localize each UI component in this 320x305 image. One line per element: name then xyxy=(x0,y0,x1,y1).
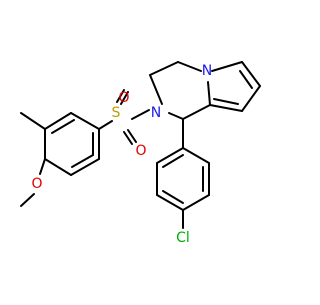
bond-methyl xyxy=(20,112,46,130)
bond-pyr-2 xyxy=(241,61,261,87)
atom-nitrogen-ring: N xyxy=(151,105,161,121)
bond-c8a-c1 xyxy=(182,104,211,120)
bond-o-ch3 xyxy=(20,193,35,207)
bond-pyr-2-inner xyxy=(239,70,253,89)
bond-c1-n xyxy=(168,112,184,120)
bond-ring-b-4-inner xyxy=(162,190,184,204)
bond-ring-b-6 xyxy=(156,147,184,164)
molecule-canvas: S O O N N O Cl xyxy=(20,61,261,246)
bonds xyxy=(20,61,261,229)
atom-oxygen-upper: O xyxy=(118,90,129,106)
bond-ring-a-4 xyxy=(44,158,72,176)
bond-s-o-lower-2 xyxy=(127,129,137,143)
bond-s-o-upper xyxy=(116,89,125,103)
atom-nitrogen-pyrrole: N xyxy=(202,63,212,79)
atom-labels: S O O N N O Cl xyxy=(31,63,212,246)
bond-c4-n xyxy=(177,61,202,72)
atom-oxygen-methoxy: O xyxy=(31,176,42,192)
bond-ring-a-5 xyxy=(70,158,100,176)
atom-chlorine: Cl xyxy=(176,230,190,246)
bond-ring-a-2 xyxy=(44,112,72,130)
bond-s-o-lower xyxy=(123,131,133,145)
bond-ring-a-5-inner xyxy=(71,154,94,168)
bond-s-o-upper-2 xyxy=(120,91,129,105)
bond-pyr-4 xyxy=(209,104,243,112)
bond-n-c3 xyxy=(149,74,163,105)
atom-oxygen-lower: O xyxy=(135,143,146,159)
bond-ring-b-1 xyxy=(182,147,210,164)
bond-c-o-methoxy xyxy=(39,158,46,175)
bond-pyr-1 xyxy=(211,61,243,72)
bond-ring-b-4 xyxy=(156,194,184,211)
bond-c3-c4 xyxy=(149,61,179,76)
bond-ring-b-6-inner xyxy=(162,154,184,168)
atom-sulfur: S xyxy=(112,105,121,121)
molecule-structure: S O O N N O Cl xyxy=(20,61,261,246)
bond-ring-b-3 xyxy=(182,194,210,211)
bond-n-c8a xyxy=(207,81,211,106)
bond-ring-a-1 xyxy=(70,112,100,130)
bond-ring-a-2-inner xyxy=(51,119,75,134)
bond-pyr-3 xyxy=(241,85,261,112)
bond-pyr-4-inner xyxy=(213,98,239,105)
bond-s-n xyxy=(131,109,150,120)
bond-s-aryl xyxy=(98,120,113,130)
